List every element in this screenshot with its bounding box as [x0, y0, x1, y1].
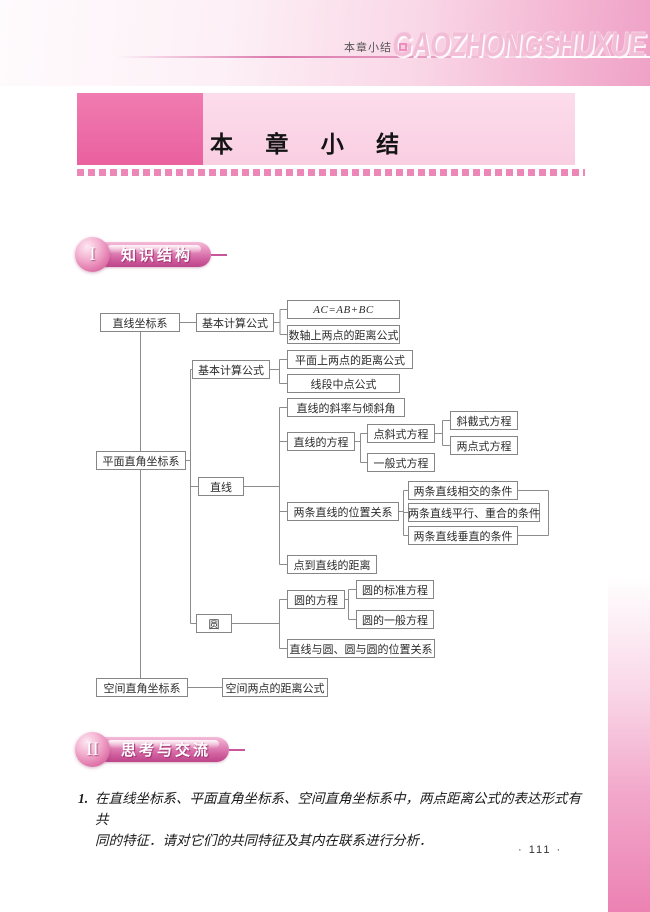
exercise-text: 在直线坐标系、平面直角坐标系、空间直角坐标系中，两点距离公式的表达形式有共 同的… [95, 788, 590, 851]
node-ac-formula: AC=AB+BC [287, 300, 400, 319]
node-line-equation: 直线的方程 [287, 432, 355, 451]
section-knowledge-numeral: I [89, 243, 96, 265]
page-number: · 111 · [518, 844, 563, 856]
running-header: 本章小结 [344, 39, 407, 55]
node-midpoint-formula: 线段中点公式 [287, 374, 400, 393]
node-plane-distance-formula: 平面上两点的距离公式 [287, 350, 413, 369]
node-slope-inclination: 直线的斜率与倾斜角 [287, 398, 405, 417]
node-line-coordinate-system: 直线坐标系 [100, 313, 180, 332]
node-circle: 圆 [196, 614, 232, 633]
node-line: 直线 [198, 477, 244, 496]
node-circle-general-equation: 圆的一般方程 [356, 610, 434, 629]
node-point-line-distance: 点到直线的距离 [287, 555, 377, 574]
node-point-slope-equation: 点斜式方程 [367, 424, 435, 443]
node-space-distance-formula: 空间两点的距离公式 [222, 678, 328, 697]
node-two-point-equation: 两点式方程 [450, 436, 518, 455]
node-basic-formulas-2: 基本计算公式 [192, 360, 270, 379]
section-knowledge-header: 知识结构 I [75, 237, 295, 277]
node-basic-formulas-1: 基本计算公式 [196, 313, 274, 332]
section-discussion-badge: II [75, 732, 110, 767]
node-circle-standard-equation: 圆的标准方程 [356, 580, 434, 599]
node-space-coordinate-system: 空间直角坐标系 [96, 678, 188, 697]
node-circle-equation: 圆的方程 [287, 590, 345, 609]
section-discussion-numeral: II [86, 738, 99, 760]
right-gradient-band [608, 577, 650, 912]
banner-dark-block [77, 93, 203, 165]
node-plane-coordinate-system: 平面直角坐标系 [96, 451, 186, 470]
banner-light-block [203, 93, 575, 165]
exercise-item-1: 1. 在直线坐标系、平面直角坐标系、空间直角坐标系中，两点距离公式的表达形式有共… [78, 788, 590, 851]
running-header-label: 本章小结 [344, 42, 392, 54]
exercise-number: 1. [78, 791, 89, 806]
top-gradient-band [0, 0, 650, 86]
header-rule-line [115, 56, 650, 58]
node-parallel-coincide-condition: 两条直线平行、重合的条件 [408, 503, 540, 522]
section-discussion-title: 思考与交流 [121, 742, 212, 759]
chapter-title: 本 章 小 结 [210, 131, 413, 157]
section-knowledge-pill: 知识结构 [95, 242, 228, 267]
section-discussion-header: 思考与交流 II [75, 732, 295, 772]
section-knowledge-badge: I [75, 237, 110, 272]
node-axis-distance-formula: 数轴上两点的距离公式 [287, 325, 400, 344]
node-line-circle-relationship: 直线与圆、圆与圆的位置关系 [287, 639, 435, 658]
dotted-divider [77, 169, 585, 176]
node-two-lines-relationship: 两条直线的位置关系 [287, 502, 399, 521]
node-slope-intercept-equation: 斜截式方程 [450, 411, 518, 430]
section-discussion-pill: 思考与交流 [95, 737, 246, 762]
node-general-equation: 一般式方程 [367, 453, 435, 472]
section-knowledge-title: 知识结构 [121, 247, 194, 264]
square-bullet-icon [399, 43, 407, 51]
watermark-text: GAOZHONGSHUXUE [390, 25, 649, 64]
node-perpendicular-condition: 两条直线垂直的条件 [408, 526, 518, 545]
exercise-text-line2: 同的特征．请对它们的共同特征及其内在联系进行分析． [95, 833, 433, 848]
exercise-text-line1: 在直线坐标系、平面直角坐标系、空间直角坐标系中，两点距离公式的表达形式有共 [95, 791, 581, 827]
node-intersect-condition: 两条直线相交的条件 [408, 481, 518, 500]
